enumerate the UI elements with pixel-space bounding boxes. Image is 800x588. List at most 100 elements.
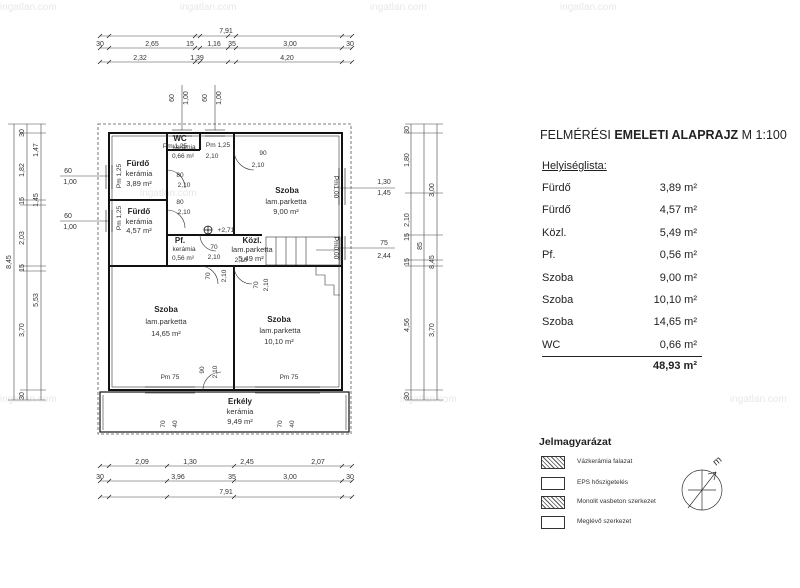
room-list-item-name: Szoba (542, 316, 574, 329)
dim-bottom-row2: 30 (346, 474, 354, 481)
room-szoba-se-name: Szoba (267, 315, 291, 324)
dim-right: 30 (404, 126, 411, 134)
room-szoba-ne-material: lam.parketta (265, 197, 307, 206)
dim-left: 1,47 (33, 143, 40, 157)
watermark: ingatlan.com (400, 394, 457, 405)
bottom-dimensions (97, 463, 355, 500)
room-wc-name: WC (173, 134, 187, 143)
balcony (99, 391, 350, 433)
room-bath-1: Fürdő kerámia 3,89 m² Pm 1,25 80 2,10 (116, 159, 191, 189)
dim-right: 30 (404, 392, 411, 400)
room-szoba-sw-area: 14,65 m² (151, 329, 181, 338)
watermark: ingatlan.com (140, 188, 197, 199)
room-list-item-name: Fürdő (542, 204, 571, 217)
dim-right: 8,45 (429, 255, 436, 269)
legend-swatch (541, 516, 565, 529)
dim-left: 1,82 (19, 163, 26, 177)
room-szoba-se-door-width: 70 (253, 281, 260, 289)
room-szoba-se-door-height: 2,10 (263, 278, 270, 291)
room-list-item: WC 0,66 m² (542, 339, 702, 361)
room-bath-1-name: Fürdő (127, 159, 150, 168)
right-window-callouts: 1,30 1,45 75 2,44 (340, 179, 395, 260)
room-szoba-se: Szoba lam.parketta 10,10 m² Pm 75 70 2,1… (253, 278, 301, 381)
room-bath-1-door-width: 80 (176, 172, 184, 179)
room-wc-area: 0,66 m² (172, 153, 195, 160)
right-window-2-width: 75 (380, 240, 388, 247)
room-list-item-area: 5,49 m² (659, 226, 697, 239)
room-wc-floor-2: Pm 1,25 (206, 142, 231, 149)
dim-bottom-row1: 2,07 (311, 459, 325, 466)
plan-title: FELMÉRÉSI EMELETI ALAPRAJZ M 1:100 (540, 128, 787, 142)
room-list-total-value: 48,93 m² (652, 360, 697, 372)
room-pf-material: kerámia (172, 246, 196, 253)
dim-left: 8,45 (6, 255, 13, 269)
dim-left: 15 (19, 197, 26, 205)
watermark: ingatlan.com (730, 394, 787, 405)
dim-left: 30 (19, 392, 26, 400)
room-list-item-name: Közl. (542, 226, 567, 239)
room-szoba-sw-name: Szoba (154, 305, 178, 314)
room-bath-2-material: kerámia (126, 217, 154, 226)
dim-right: 15 (404, 233, 411, 241)
legend-label: EPS hőszigetelés (577, 479, 628, 486)
room-list-item: Pf.0,56 m² (542, 249, 702, 271)
top-window-2-width: 60 (202, 94, 209, 102)
plan-title-main: EMELETI ALAPRAJZ (614, 128, 739, 142)
right-window-1-width: 1,30 (377, 179, 391, 186)
room-list-item-area: 4,57 m² (659, 204, 697, 217)
dim-bottom-row1: 1,30 (183, 459, 197, 466)
room-erkely-area: 9,49 m² (227, 417, 253, 426)
plan-title-scale: M 1:100 (738, 128, 787, 142)
room-szoba-ne-door-width: 90 (259, 150, 267, 157)
room-szoba-ne-floor: Pm1,00 (332, 176, 339, 199)
room-szoba-se-material: lam.parketta (259, 326, 301, 335)
legend-title: Jelmagyarázat (539, 436, 612, 448)
dim-top-row1: 2,65 (145, 41, 159, 48)
legend-swatch (541, 496, 565, 509)
room-erkely-name: Erkély (228, 397, 253, 406)
room-list-item-name: WC (542, 338, 561, 351)
room-bath-2: Fürdő kerámia 4,57 m² Pm 1,25 80 2,10 +2… (116, 199, 235, 235)
right-window-2-height: 2,44 (377, 253, 391, 260)
left-dimensions (8, 123, 46, 401)
room-szoba-sw-door-width: 70 (205, 272, 212, 280)
room-szoba-ne-door-height: 2,10 (252, 162, 265, 169)
room-bath-2-floor: Pm 1,25 (116, 206, 123, 231)
room-list-item-area: 0,66 m² (659, 338, 697, 351)
dim-left: 3,70 (19, 323, 26, 337)
top-window-markers: 60 1,00 60 1,00 (169, 85, 223, 130)
right-window-1-height: 1,45 (377, 190, 391, 197)
room-bath-2-area: 4,57 m² (126, 226, 152, 235)
top-window-1-height: 1,00 (183, 91, 190, 105)
dim-top-total: 7,91 (219, 28, 233, 35)
room-kozl-material: lam.parketta (231, 245, 273, 254)
dim-left: 1,45 (33, 193, 40, 207)
room-list-item-name: Fürdő (542, 182, 571, 194)
room-kozl-name: Közl. (242, 236, 261, 245)
dim-right: 4,56 (404, 318, 411, 332)
dim-left: 2,03 (19, 231, 26, 245)
room-wc-floor: Pm 1,25 (163, 143, 188, 150)
room-pf-name: Pf. (175, 236, 185, 245)
existing-outline (97, 123, 352, 435)
plan-title-prefix: FELMÉRÉSI (540, 128, 615, 142)
top-window-2-height: 1,00 (216, 91, 223, 105)
left-window-2-width: 60 (64, 213, 72, 220)
watermark: ingatlan.com (0, 394, 57, 405)
room-szoba-se-area: 10,10 m² (264, 337, 294, 346)
room-list-item-name: Pf. (542, 249, 556, 262)
dim-top-row2: 4,20 (280, 55, 294, 62)
dim-right: 15 (404, 258, 411, 266)
room-szoba-se-floor: Pm 75 (280, 374, 299, 381)
staircase (265, 236, 341, 296)
dim-top-row1: 30 (96, 41, 104, 48)
room-erkely-door-width: 90 (199, 366, 206, 374)
room-bath-2-door-height: 2,10 (178, 209, 191, 216)
dim-right: 1,80 (404, 153, 411, 167)
dim-right: 2,10 (404, 213, 411, 227)
room-szoba-sw: Szoba lam.parketta 14,65 m² Pm 75 70 2,1… (145, 269, 228, 381)
room-bath-1-door-height: 2,10 (178, 182, 191, 189)
right-dimensions (405, 123, 443, 401)
